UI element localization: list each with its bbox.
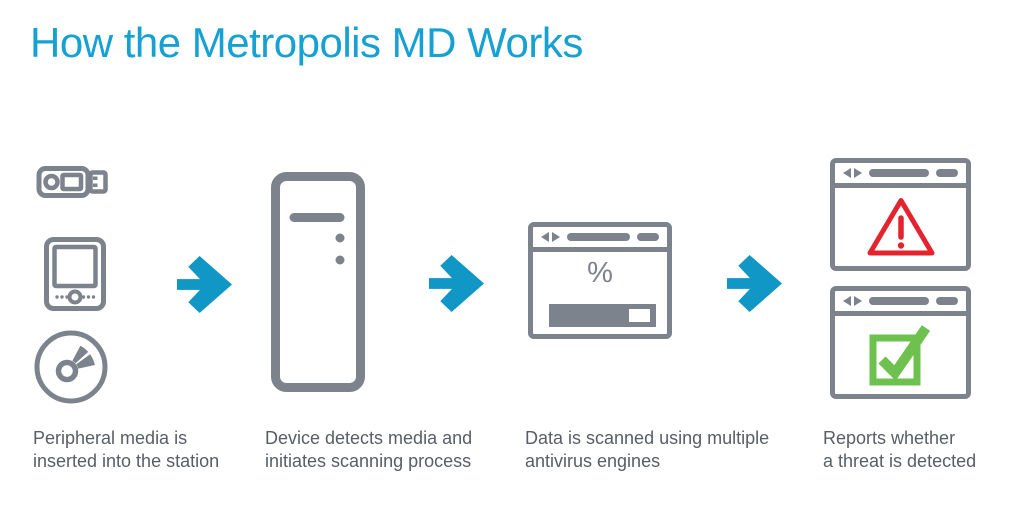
page-title: How the Metropolis MD Works	[30, 19, 583, 66]
caption-line: a threat is detected	[823, 451, 977, 471]
window-body	[835, 316, 966, 394]
arrow-right-icon	[176, 256, 233, 313]
caption-line: Data is scanned using multiple	[525, 428, 770, 448]
toolbar-button	[637, 233, 659, 241]
scanning-station-tower-icon	[271, 172, 365, 392]
address-bar	[567, 233, 630, 241]
no-threat-window-icon	[830, 286, 971, 399]
toolbar-button	[936, 169, 958, 177]
caption-line: inserted into the station	[33, 451, 220, 471]
step3-caption: Data is scanned using multiple antivirus…	[525, 427, 769, 473]
back-arrow-icon	[843, 296, 851, 306]
scan-progress-window-icon: %	[528, 222, 672, 339]
forward-arrow-icon	[854, 168, 862, 178]
forward-arrow-icon	[552, 232, 560, 242]
progress-remaining	[629, 309, 650, 322]
percent-label: %	[587, 257, 613, 289]
step2-caption: Device detects media and initiates scann…	[265, 427, 472, 473]
caption-line: Device detects media and	[265, 428, 473, 448]
forward-arrow-icon	[854, 296, 862, 306]
caption-line: Peripheral media is	[33, 428, 188, 448]
address-bar	[869, 169, 929, 177]
usb-flash-drive-icon	[36, 162, 108, 202]
arrow-right-icon	[428, 255, 485, 312]
step1-caption: Peripheral media is inserted into the st…	[33, 427, 219, 473]
threat-detected-window-icon	[830, 158, 971, 271]
back-arrow-icon	[843, 168, 851, 178]
step4-caption: Reports whether a threat is detected	[823, 427, 976, 473]
progress-bar	[549, 304, 656, 327]
caption-line: Reports whether	[823, 428, 956, 448]
address-bar	[869, 297, 929, 305]
warning-triangle-icon	[866, 196, 936, 258]
caption-line: initiates scanning process	[265, 451, 472, 471]
window-toolbar	[533, 227, 667, 252]
arrow-right-icon	[726, 255, 783, 312]
handheld-device-icon	[44, 237, 106, 311]
window-body	[835, 188, 966, 266]
toolbar-button	[936, 297, 958, 305]
caption-line: antivirus engines	[525, 451, 661, 471]
window-toolbar	[835, 163, 966, 188]
window-toolbar	[835, 291, 966, 316]
checkmark-box-icon	[868, 323, 934, 387]
back-arrow-icon	[541, 232, 549, 242]
cd-disc-icon	[33, 327, 109, 405]
window-body: %	[533, 257, 667, 339]
